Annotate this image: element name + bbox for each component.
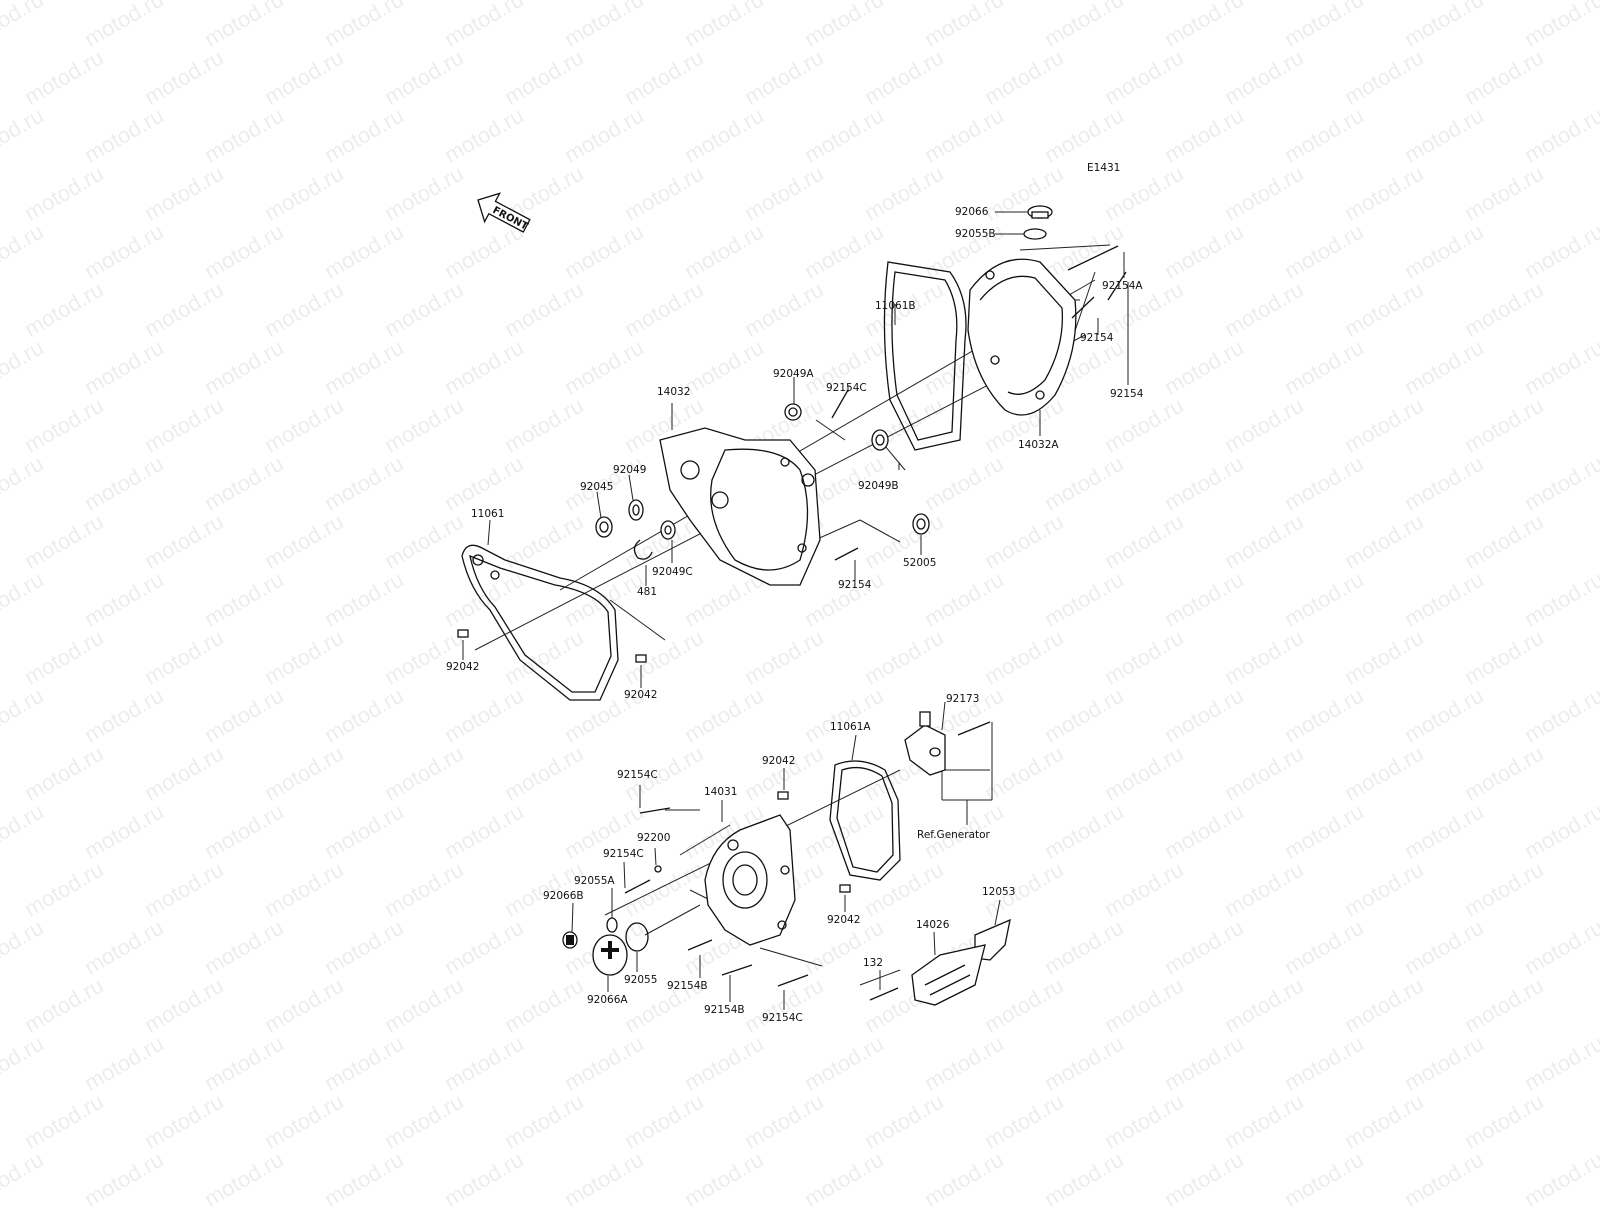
- label-92042-c: 92042: [762, 755, 795, 767]
- bolt-92154B-b-icon: [721, 964, 753, 976]
- label-92154C-l2: 92154C: [603, 848, 644, 860]
- label-92066: 92066: [955, 206, 989, 218]
- ref-bracket: [941, 722, 993, 825]
- labels-lower: 92173 11061A 92154C 14031 92042 92200 92…: [543, 693, 1015, 1024]
- bolt-92154-a-icon: [1071, 296, 1095, 319]
- crankcase-cover-14032-icon: [659, 427, 821, 586]
- dowel-92042-d-icon: [839, 884, 851, 893]
- label-92045: 92045: [580, 481, 613, 493]
- pickup-92173-icon: [904, 711, 946, 776]
- diagram-code: E1431: [1087, 162, 1120, 174]
- seal-92049A-icon: [784, 403, 802, 421]
- seal-92049-icon: [628, 499, 644, 521]
- label-11061A: 11061A: [830, 721, 871, 733]
- bolt-92154C-l2-icon: [624, 879, 651, 894]
- label-92200: 92200: [637, 832, 670, 844]
- label-92154C-top: 92154C: [826, 382, 867, 394]
- label-14032A: 14032A: [1018, 439, 1059, 451]
- label-12053: 12053: [982, 886, 1015, 898]
- label-92042-a: 92042: [446, 661, 479, 673]
- gasket-11061A-icon: [829, 760, 901, 881]
- bolt-92154-c-icon: [834, 547, 859, 561]
- generator-cover-14031-icon: [704, 814, 796, 946]
- dowel-92042-c-icon: [777, 791, 789, 800]
- label-14032: 14032: [657, 386, 690, 398]
- bolt-92154C-top-icon: [831, 389, 849, 419]
- label-14031: 14031: [704, 786, 737, 798]
- dowel-92042-b-icon: [635, 654, 647, 663]
- label-481: 481: [637, 586, 657, 598]
- label-92154A: 92154A: [1102, 280, 1143, 292]
- bolt-92154-b-icon: [1107, 271, 1127, 301]
- bolt-92154C-bot-icon: [777, 974, 809, 987]
- plug-92066-icon: [1027, 205, 1053, 219]
- label-92055B: 92055B: [955, 228, 996, 240]
- label-92042-b: 92042: [624, 689, 657, 701]
- label-92049B: 92049B: [858, 480, 899, 492]
- label-92154-a: 92154: [1080, 332, 1114, 344]
- front-arrow-icon: FRONT: [477, 192, 531, 233]
- label-92154B-b: 92154B: [704, 1004, 745, 1016]
- assembly-axis-lines-lower: [604, 769, 990, 986]
- oring-92055-icon: [625, 922, 649, 952]
- guard-14026-icon: [911, 944, 986, 1006]
- circlip-481-icon: [633, 539, 653, 560]
- label-52005: 52005: [903, 557, 936, 569]
- seal-52005-icon: [912, 513, 930, 535]
- gasket-11061B-icon: [883, 261, 967, 451]
- label-92042-d: 92042: [827, 914, 860, 926]
- label-11061: 11061: [471, 508, 504, 520]
- labels-upper: 92066 92055B 92154A 92154 92154 11061B 1…: [446, 206, 1144, 701]
- bolt-92154B-a-icon: [687, 939, 713, 951]
- label-92154-c: 92154: [838, 579, 872, 591]
- seal-92049B-icon: [871, 429, 889, 451]
- label-92055A: 92055A: [574, 875, 615, 887]
- bolt-92154A-icon: [1067, 245, 1119, 271]
- oring-92055B-icon: [1023, 228, 1047, 240]
- leader-lines-lower: [571, 701, 1001, 1010]
- dowel-92042-a-icon: [457, 629, 469, 638]
- label-92049A: 92049A: [773, 368, 814, 380]
- label-92049: 92049: [613, 464, 646, 476]
- label-92154C-l1: 92154C: [617, 769, 658, 781]
- label-92154-b: 92154: [1110, 388, 1144, 400]
- bolt-92154C-l1-icon: [639, 807, 671, 814]
- washer-92200-icon: [654, 865, 662, 873]
- seal-92049C-icon: [660, 520, 676, 540]
- clutch-cover-14032A-icon: [967, 258, 1077, 416]
- label-92154C-bot: 92154C: [762, 1012, 803, 1024]
- plug-92066B-icon: [562, 931, 578, 949]
- label-92049C: 92049C: [652, 566, 693, 578]
- label-132: 132: [863, 957, 883, 969]
- leader-lines-upper: [462, 211, 1129, 688]
- ref-generator-label: Ref.Generator: [917, 829, 991, 841]
- bolt-132-icon: [869, 987, 899, 1001]
- label-14026: 14026: [916, 919, 950, 931]
- label-92154B-a: 92154B: [667, 980, 708, 992]
- gasket-11061-icon: [461, 544, 619, 701]
- label-92173: 92173: [946, 693, 979, 705]
- bolt-pickup-icon: [957, 721, 991, 736]
- label-92066B: 92066B: [543, 890, 584, 902]
- label-92066A: 92066A: [587, 994, 628, 1006]
- label-11061B: 11061B: [875, 300, 916, 312]
- cap-92066A-icon: [592, 934, 628, 976]
- oring-92055A-icon: [606, 917, 618, 933]
- bearing-92045-icon: [595, 516, 613, 538]
- label-92055: 92055: [624, 974, 657, 986]
